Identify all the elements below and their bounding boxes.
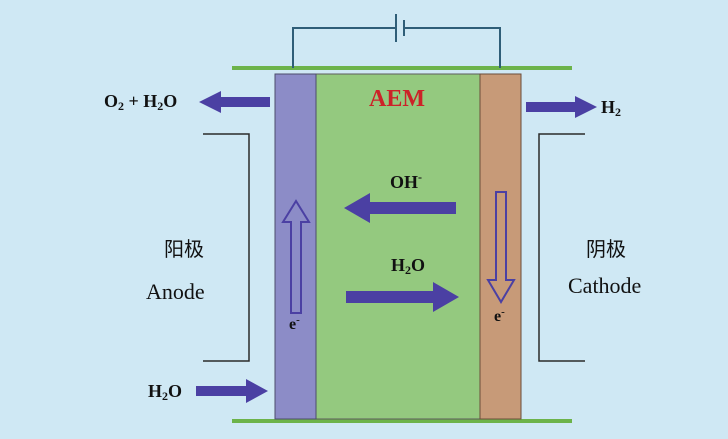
right-wire (404, 27, 501, 68)
up-arrow-outline-icon (281, 199, 311, 314)
left-arrow-icon (344, 193, 456, 223)
battery-icon (395, 14, 405, 42)
cathode-chamber-bracket (538, 133, 585, 362)
left-wire (292, 27, 396, 68)
electron-label-anode: e- (289, 314, 300, 333)
down-arrow-outline-icon (486, 191, 516, 304)
anode-label-zh: 阳极 (164, 237, 204, 261)
hydroxide-label: OH- (390, 170, 423, 192)
cathode-label-zh: 阴极 (586, 237, 626, 261)
electron-label-cathode: e- (494, 306, 505, 325)
aem-label: AEM (369, 86, 425, 112)
left-arrow-icon (199, 91, 270, 113)
cathode-output-label: H2 (601, 97, 622, 119)
anode-label-en: Anode (146, 279, 205, 304)
cathode-electrode (479, 73, 522, 420)
water-transport-label: H2O (391, 255, 426, 277)
anode-electrode (274, 73, 317, 420)
right-arrow-icon (346, 282, 459, 312)
anode-chamber-bracket (203, 133, 250, 362)
cathode-label-en: Cathode (568, 273, 642, 298)
anode-output-label: O2 + H2O (104, 91, 178, 113)
right-arrow-icon (196, 379, 268, 403)
water-inlet-label: H2O (148, 381, 183, 403)
aem-membrane (315, 73, 481, 420)
right-arrow-icon (526, 96, 597, 118)
